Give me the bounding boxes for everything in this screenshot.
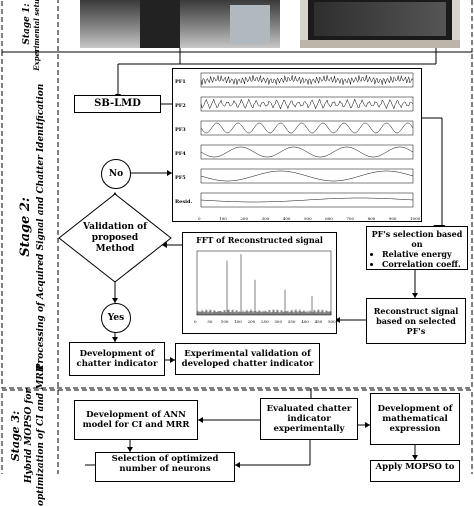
pf-x-tick: 1000 [410,216,421,221]
pf-label-1: PF1 [175,79,186,85]
pf-label-3: PF3 [175,127,186,133]
pf-selection-title: PF's selection based on [371,229,463,249]
fft-x-tick: 400 [301,319,309,324]
pf-selection-box: PF's selection based on Relative energy … [366,226,468,270]
stage3-line1: Hybrid MOPSO for [24,388,34,484]
pf-trace-1 [200,75,414,85]
dev-ann-box: Development of ANN model for CI and MRR [74,400,198,440]
pf-x-tick: 300 [262,216,270,221]
fft-x-tick: 450 [315,319,323,324]
laptop-photo [300,0,460,48]
pf-x-tick: 400 [283,216,291,221]
pf-trace-2 [200,98,414,110]
no-label: No [108,169,124,179]
stage3-title: Stage 3: [9,410,22,462]
pf-trace-4 [200,146,414,158]
stage1-title: Stage 1: [22,3,32,45]
exp-validation-box: Experimental validation of developed cha… [175,343,320,375]
math-expr-box: Development of mathematical expression [370,393,460,445]
stage3-label: Stage 3: Hybrid MOPSO for optimization o… [9,364,46,506]
validation-diamond [58,193,172,283]
pf-label-6: Resid. [175,199,193,205]
pf-label-4: PF4 [175,151,186,157]
fft-x-tick: 250 [261,319,269,324]
fft-spectrum [196,254,332,315]
fft-x-tick: 50 [207,319,213,324]
pf-selection-item-correlation: Correlation coeff. [382,259,464,269]
dev-chatter-box: Development of chatter indicator [69,342,165,376]
pf-x-tick: 100 [219,216,227,221]
stage2-label: Stage 2: Processing of Acquired Signal a… [18,57,53,397]
pf-selection-item-energy: Relative energy [382,249,464,259]
fft-x-tick: 100 [221,319,229,324]
sblmd-box: SB-LMD [74,95,161,113]
pf-x-tick: 700 [346,216,354,221]
pf-x-tick: 900 [389,216,397,221]
fft-x-tick: 150 [234,319,242,324]
fft-x-tick: 200 [248,319,256,324]
pf-x-tick: 500 [304,216,312,221]
select-neurons-box: Selection of optimized number of neurons [95,452,235,482]
evaluated-box: Evaluated chatter indicator experimental… [260,398,358,440]
pf-x-tick: 800 [368,216,376,221]
fft-x-tick: 500 [328,319,336,324]
fft-title: FFT of Reconstructed signal [196,235,323,245]
pf-label-5: PF5 [175,175,186,181]
yes-label: Yes [107,313,125,323]
fft-panel: FFT of Reconstructed signal 0 50 100 150 200… [182,232,337,334]
pf-label-2: PF2 [175,103,186,109]
pf-trace-6 [200,197,414,203]
pf-x-tick: 600 [325,216,333,221]
apply-mopso-box: Apply MOPSO to [370,460,460,482]
fft-x-tick: 350 [288,319,296,324]
no-node: No [101,159,131,189]
stage2-subtitle: Processing of Acquired Signal and Chatte… [36,83,46,371]
stage3-line2: optimization of CI and MRR [36,364,46,506]
validation-label: Validation of proposed Method [82,222,148,254]
pf-trace-3 [200,122,414,134]
stage2-title: Stage 2: [18,197,33,257]
fft-x-tick: 0 [194,319,197,324]
fft-plot: 0 50 100 150 200 250 300 350 400 450 500 [194,250,336,324]
reconstruct-box: Reconstruct signal based on selected PF'… [366,298,466,344]
yes-node: Yes [101,303,131,333]
fft-x-tick: 300 [274,319,282,324]
pf-x-tick: 0 [198,216,201,221]
machine-photo [80,0,280,48]
fft-axes [196,250,332,316]
pf-x-tick: 200 [240,216,248,221]
stage-frames [1,0,473,474]
pf-trace-5 [200,170,414,182]
